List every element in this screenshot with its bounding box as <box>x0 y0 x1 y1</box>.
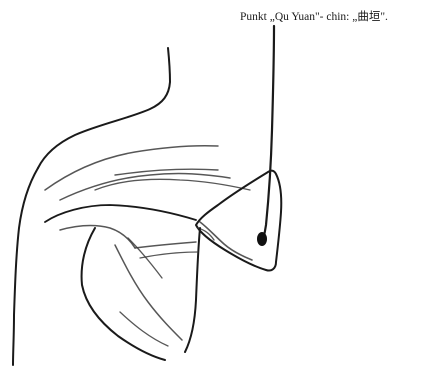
deltoid-outline <box>82 228 165 360</box>
scapula-inner-edge <box>200 222 252 260</box>
back-outline <box>13 168 38 365</box>
clavicle-line-mid <box>60 174 230 200</box>
acupuncture-point-dot <box>257 232 267 246</box>
clavicle-line-upper <box>45 146 218 190</box>
pointer-line <box>263 26 274 240</box>
shoulder-curve <box>60 226 135 248</box>
chest-line <box>135 242 196 248</box>
triceps-line <box>128 238 162 278</box>
arm-front-line <box>185 228 200 352</box>
acromion-fold <box>45 205 196 222</box>
chest-line-lower <box>140 252 198 258</box>
clavicle-line-lower <box>95 179 250 190</box>
armpit-line <box>115 245 182 340</box>
